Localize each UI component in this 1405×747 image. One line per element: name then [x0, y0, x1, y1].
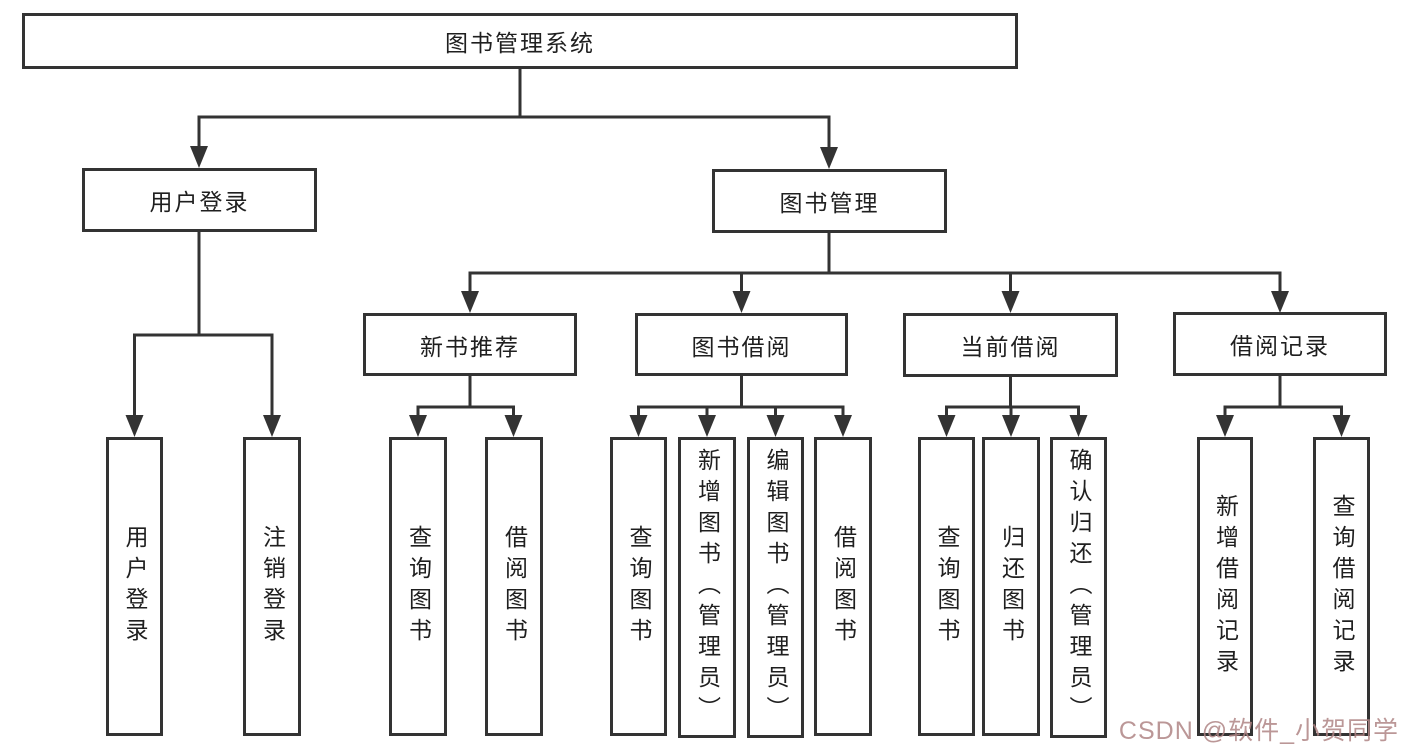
edge-root-to-level2	[190, 69, 838, 169]
node-root-label: 图书管理系统	[445, 30, 595, 56]
node-book-management-label: 图书管理	[779, 190, 880, 216]
leaf-edit-book-admin-label: 编辑图书（管理员）	[763, 448, 789, 727]
node-borrow-records-label: 借阅记录	[1230, 333, 1330, 359]
leaf-add-book-admin-label: 新增图书（管理员）	[694, 448, 721, 727]
leaf-add-book-admin: 新增图书（管理员）	[678, 437, 736, 738]
leaf-add-borrow-record: 新增借阅记录	[1197, 437, 1253, 736]
leaf-query-borrow-record-label: 查询借阅记录	[1329, 493, 1355, 680]
leaf-borrow-book-recommend-label: 借阅图书	[501, 524, 528, 649]
node-new-book-recommend-label: 新书推荐	[420, 333, 520, 360]
node-current-borrow-label: 当前借阅	[960, 334, 1061, 360]
leaf-confirm-return-admin: 确认归还（管理员）	[1050, 437, 1107, 738]
node-book-borrow-label: 图书借阅	[691, 333, 792, 360]
leaf-confirm-return-admin-label: 确认归还（管理员）	[1066, 448, 1092, 727]
leaf-edit-book-admin: 编辑图书（管理员）	[747, 437, 804, 738]
node-user-login: 用户登录	[82, 168, 317, 232]
leaf-return-book: 归还图书	[982, 437, 1040, 736]
edge-book-borrow-children	[629, 376, 852, 437]
node-borrow-records: 借阅记录	[1173, 312, 1387, 376]
leaf-add-borrow-record-label: 新增借阅记录	[1212, 493, 1239, 680]
leaf-query-book-current-label: 查询图书	[934, 524, 960, 649]
node-current-borrow: 当前借阅	[903, 313, 1118, 377]
leaf-logout-label: 注销登录	[259, 524, 286, 649]
edge-book-management-children	[461, 233, 1289, 313]
leaf-logout: 注销登录	[243, 437, 301, 736]
leaf-return-book-label: 归还图书	[998, 524, 1025, 649]
leaf-query-book-borrow-label: 查询图书	[626, 524, 652, 649]
node-book-management: 图书管理	[712, 169, 947, 233]
leaf-user-login: 用户登录	[106, 437, 163, 736]
leaf-query-book-current: 查询图书	[918, 437, 975, 736]
leaf-query-book-recommend-label: 查询图书	[405, 524, 432, 649]
csdn-watermark: CSDN @软件_小贺同学	[1118, 717, 1399, 745]
leaf-query-book-borrow: 查询图书	[610, 437, 667, 736]
node-root: 图书管理系统	[22, 13, 1018, 69]
node-new-book-recommend: 新书推荐	[363, 313, 577, 376]
edge-new-book-recommend-children	[409, 376, 523, 437]
leaf-user-login-label: 用户登录	[122, 524, 148, 649]
edge-user-login-children	[125, 232, 281, 437]
leaf-query-book-recommend: 查询图书	[389, 437, 447, 736]
leaf-query-borrow-record: 查询借阅记录	[1313, 437, 1370, 736]
edge-current-borrow-children	[937, 377, 1088, 437]
leaf-borrow-book-recommend: 借阅图书	[485, 437, 543, 736]
edge-borrow-records-children	[1216, 376, 1351, 437]
node-user-login-label: 用户登录	[149, 189, 250, 215]
node-book-borrow: 图书借阅	[635, 313, 848, 376]
leaf-borrow-book-borrow-label: 借阅图书	[830, 524, 857, 649]
leaf-borrow-book-borrow: 借阅图书	[814, 437, 872, 736]
